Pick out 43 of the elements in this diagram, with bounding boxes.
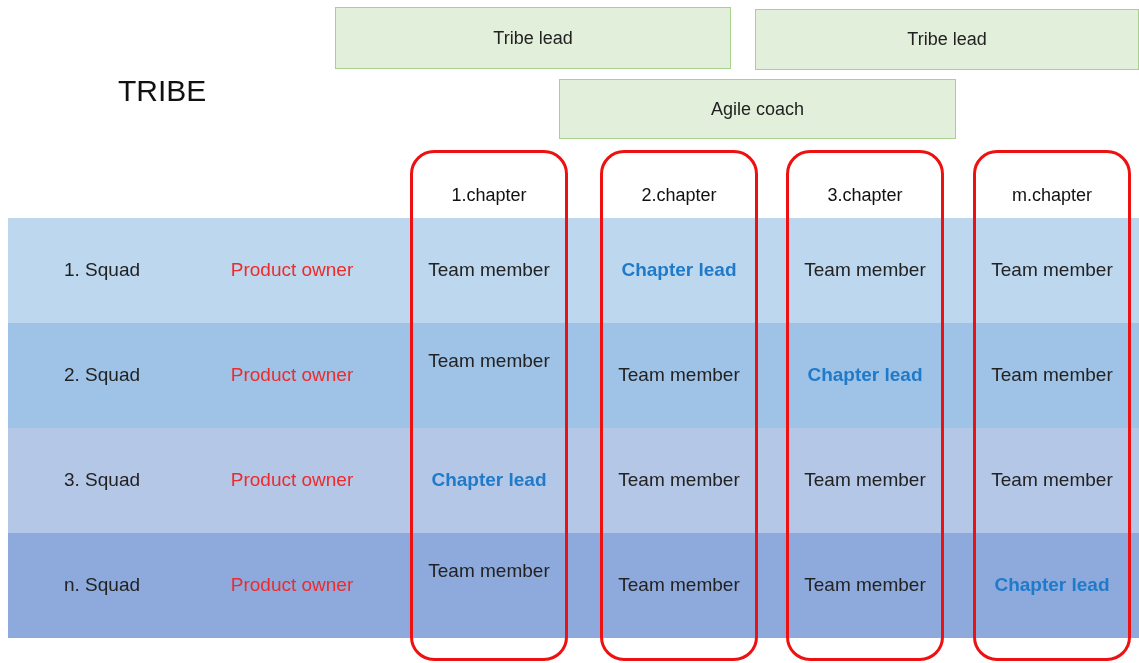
member-label: Team member — [618, 364, 740, 386]
role-label: Product owner — [230, 469, 354, 491]
role-label: Tribe lead — [907, 29, 987, 50]
member-label: Team member — [428, 259, 550, 281]
chapter-label: 3.chapter — [827, 184, 903, 206]
member-label: Team member — [428, 560, 550, 582]
squad-label: 3. Squad — [63, 469, 141, 491]
squad-band — [8, 428, 1139, 533]
squad-label: 2. Squad — [63, 364, 141, 386]
chapter-outline — [410, 150, 568, 661]
role-label: Tribe lead — [493, 27, 573, 49]
chapter-outline — [600, 150, 758, 661]
chapter-outline — [973, 150, 1131, 661]
chapter-label: m.chapter — [1012, 184, 1092, 206]
member-label: Team member — [991, 259, 1113, 281]
member-label: Team member — [804, 574, 926, 596]
member-label: Team member — [991, 469, 1113, 491]
chapter-label: 1.chapter — [451, 184, 527, 206]
squad-band — [8, 218, 1139, 323]
role-label: Chapter lead — [994, 574, 1110, 596]
chapter-outline — [786, 150, 944, 661]
squad-label: 1. Squad — [63, 259, 141, 281]
squad-label: n. Squad — [63, 574, 141, 596]
heading: TRIBE — [118, 74, 207, 108]
role-box — [755, 9, 1139, 70]
member-label: Team member — [991, 364, 1113, 386]
member-label: Team member — [618, 574, 740, 596]
member-label: Team member — [428, 350, 550, 372]
role-label: Chapter lead — [807, 364, 923, 386]
role-label: Agile coach — [710, 98, 805, 120]
squad-band — [8, 323, 1139, 428]
role-label: Product owner — [230, 574, 354, 596]
role-label: Chapter lead — [621, 259, 737, 281]
role-box — [559, 79, 956, 139]
role-box — [335, 7, 731, 69]
role-label: Product owner — [230, 364, 354, 386]
chapter-label: 2.chapter — [641, 184, 717, 206]
member-label: Team member — [618, 469, 740, 491]
member-label: Team member — [804, 469, 926, 491]
role-label: Chapter lead — [431, 469, 547, 491]
squad-band — [8, 533, 1139, 638]
member-label: Team member — [804, 259, 926, 281]
role-label: Product owner — [230, 259, 354, 281]
